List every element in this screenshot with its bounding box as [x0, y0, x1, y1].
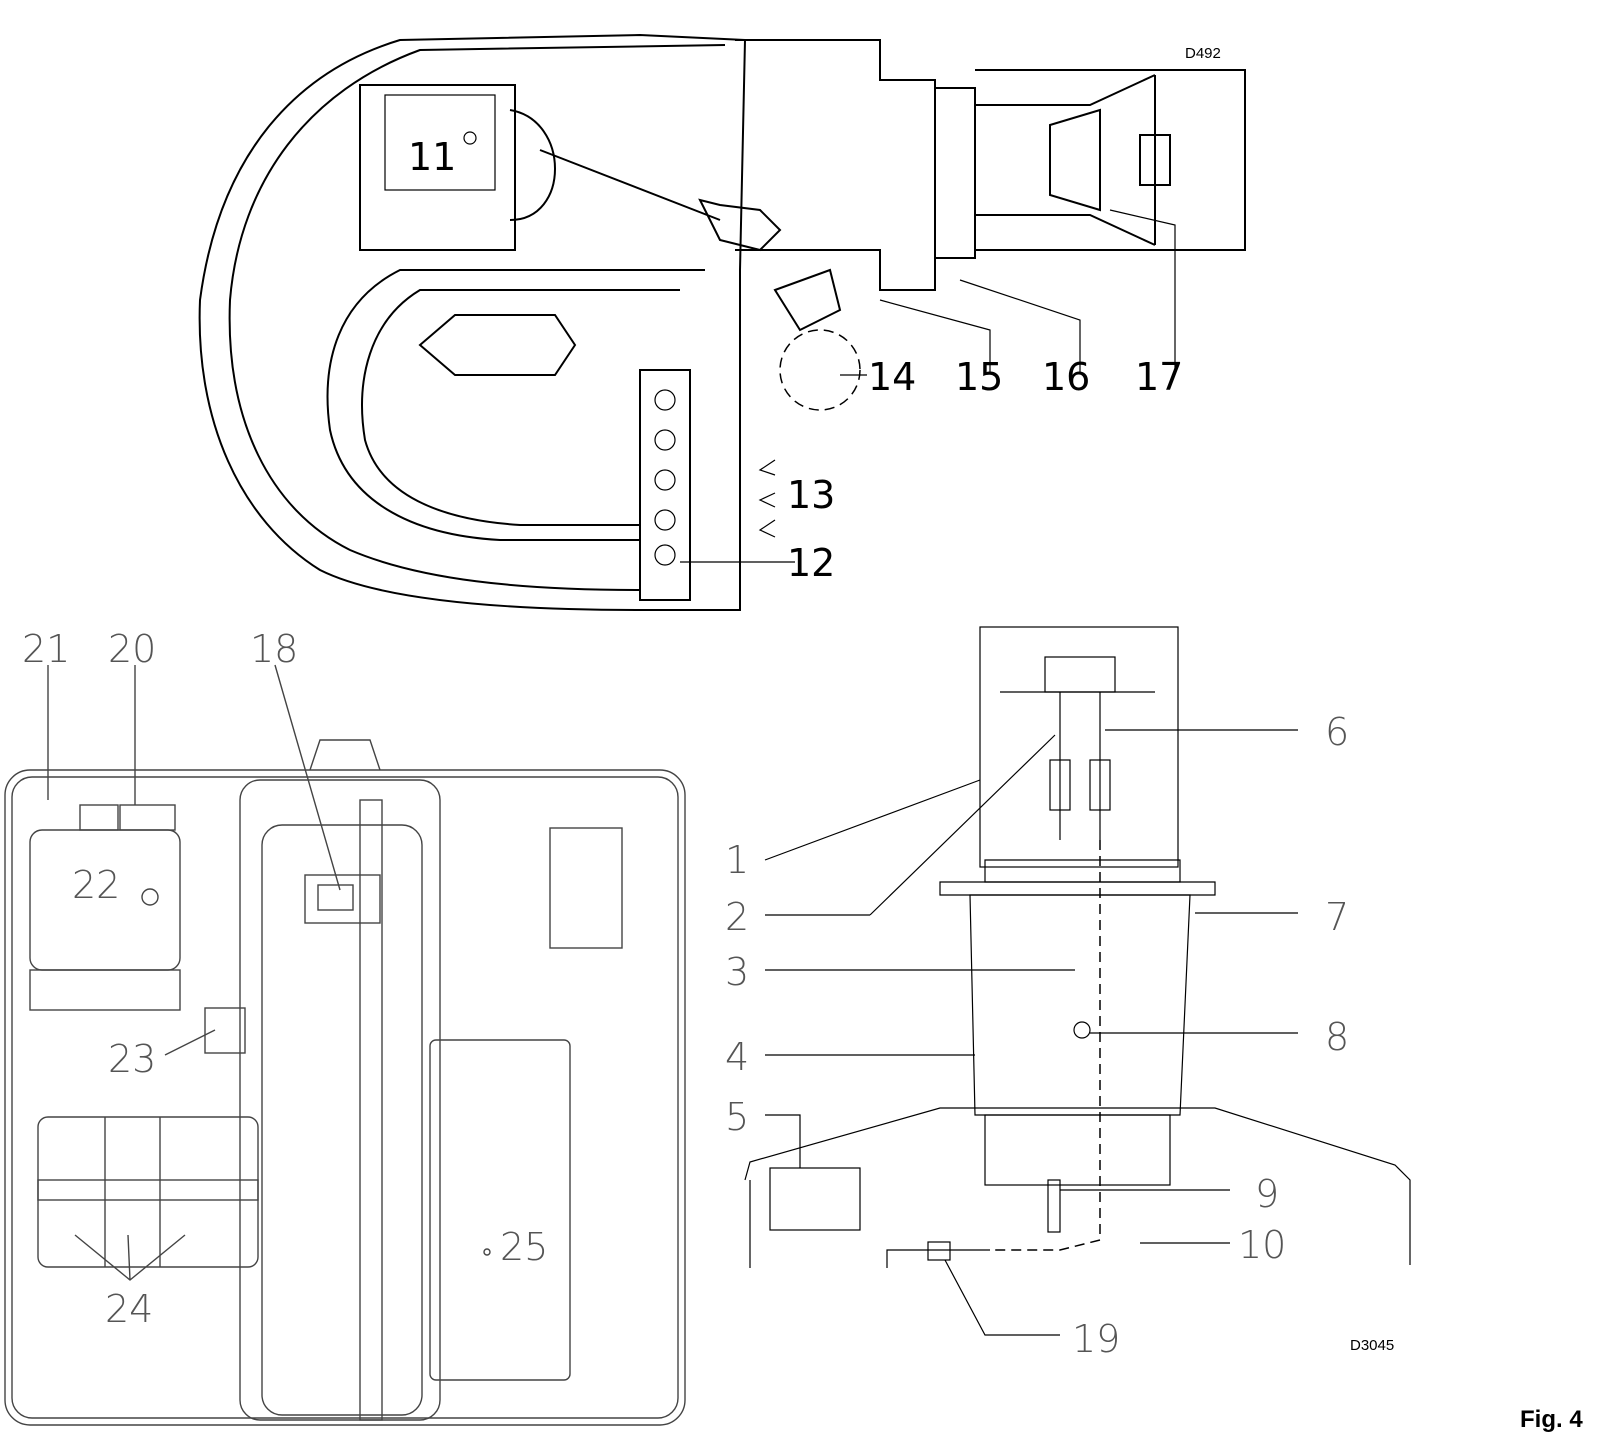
callout-8: 8 [1325, 1015, 1349, 1059]
callout-23: 23 [108, 1037, 156, 1081]
control-panel-view [4, 739, 686, 1426]
callout-4: 4 [725, 1035, 749, 1079]
callout-24: 24 [105, 1287, 153, 1331]
callout-10: 10 [1238, 1223, 1286, 1267]
callout-13: 13 [787, 473, 835, 517]
top-view-leaders [680, 209, 1176, 563]
burner-side-view [198, 33, 1246, 611]
callout-16: 16 [1042, 355, 1090, 399]
callout-6: 6 [1325, 710, 1349, 754]
callout-22: 22 [72, 863, 120, 907]
control-panel-leaders [47, 664, 341, 1281]
drawing-code-d492: D492 [1185, 45, 1221, 62]
callout-17: 17 [1135, 355, 1183, 399]
callout-15: 15 [955, 355, 1003, 399]
callout-14: 14 [868, 355, 916, 399]
callout-25: 25 [500, 1225, 548, 1269]
callout-3: 3 [725, 950, 749, 994]
callout-5: 5 [725, 1095, 749, 1139]
callout-1: 1 [725, 838, 749, 882]
callout-20: 20 [108, 627, 156, 671]
drawing-code-d3045: D3045 [1350, 1337, 1394, 1354]
callout-7: 7 [1325, 895, 1349, 939]
callout-11: 11 [408, 135, 456, 179]
callout-21: 21 [22, 627, 70, 671]
figure-label: Fig. 4 [1520, 1406, 1583, 1433]
head-view-leaders [764, 729, 1298, 1336]
callout-2: 2 [725, 895, 749, 939]
callout-9: 9 [1255, 1172, 1279, 1216]
combustion-head-view [744, 626, 1411, 1268]
callout-19: 19 [1072, 1317, 1120, 1361]
callout-18: 18 [250, 627, 298, 671]
callout-12: 12 [787, 541, 835, 585]
